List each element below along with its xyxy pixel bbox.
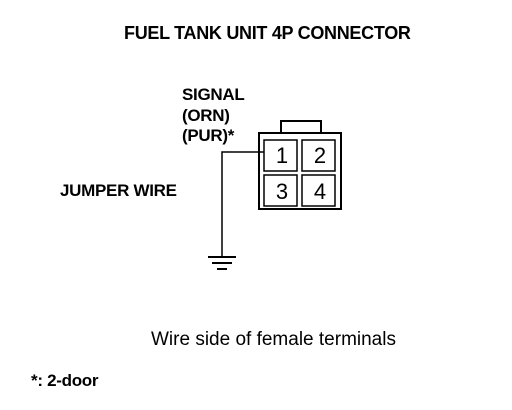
signal-wire-color-pur: (PUR)* bbox=[182, 126, 235, 145]
terminal-4-number: 4 bbox=[313, 179, 327, 204]
terminal-cell-2 bbox=[301, 139, 336, 172]
connector-body bbox=[258, 132, 342, 210]
terminal-3-number: 3 bbox=[275, 179, 289, 204]
signal-label: SIGNAL bbox=[182, 85, 245, 104]
terminal-cell-3 bbox=[263, 174, 298, 207]
terminal-1-number: 1 bbox=[275, 143, 289, 168]
footnote: *: 2-door bbox=[31, 371, 99, 390]
jumper-wire-label: JUMPER WIRE bbox=[60, 181, 177, 200]
ground-symbol-icon bbox=[208, 256, 236, 270]
terminal-cell-4 bbox=[301, 174, 336, 207]
jumper-wire bbox=[221, 151, 264, 256]
connector-lock-tab bbox=[280, 120, 322, 133]
terminal-2-number: 2 bbox=[313, 143, 327, 168]
terminal-cell-1 bbox=[263, 139, 298, 172]
signal-wire-color-orn: (ORN) bbox=[182, 106, 230, 125]
diagram-caption: Wire side of female terminals bbox=[151, 329, 396, 350]
diagram-title: FUEL TANK UNIT 4P CONNECTOR bbox=[124, 23, 411, 43]
